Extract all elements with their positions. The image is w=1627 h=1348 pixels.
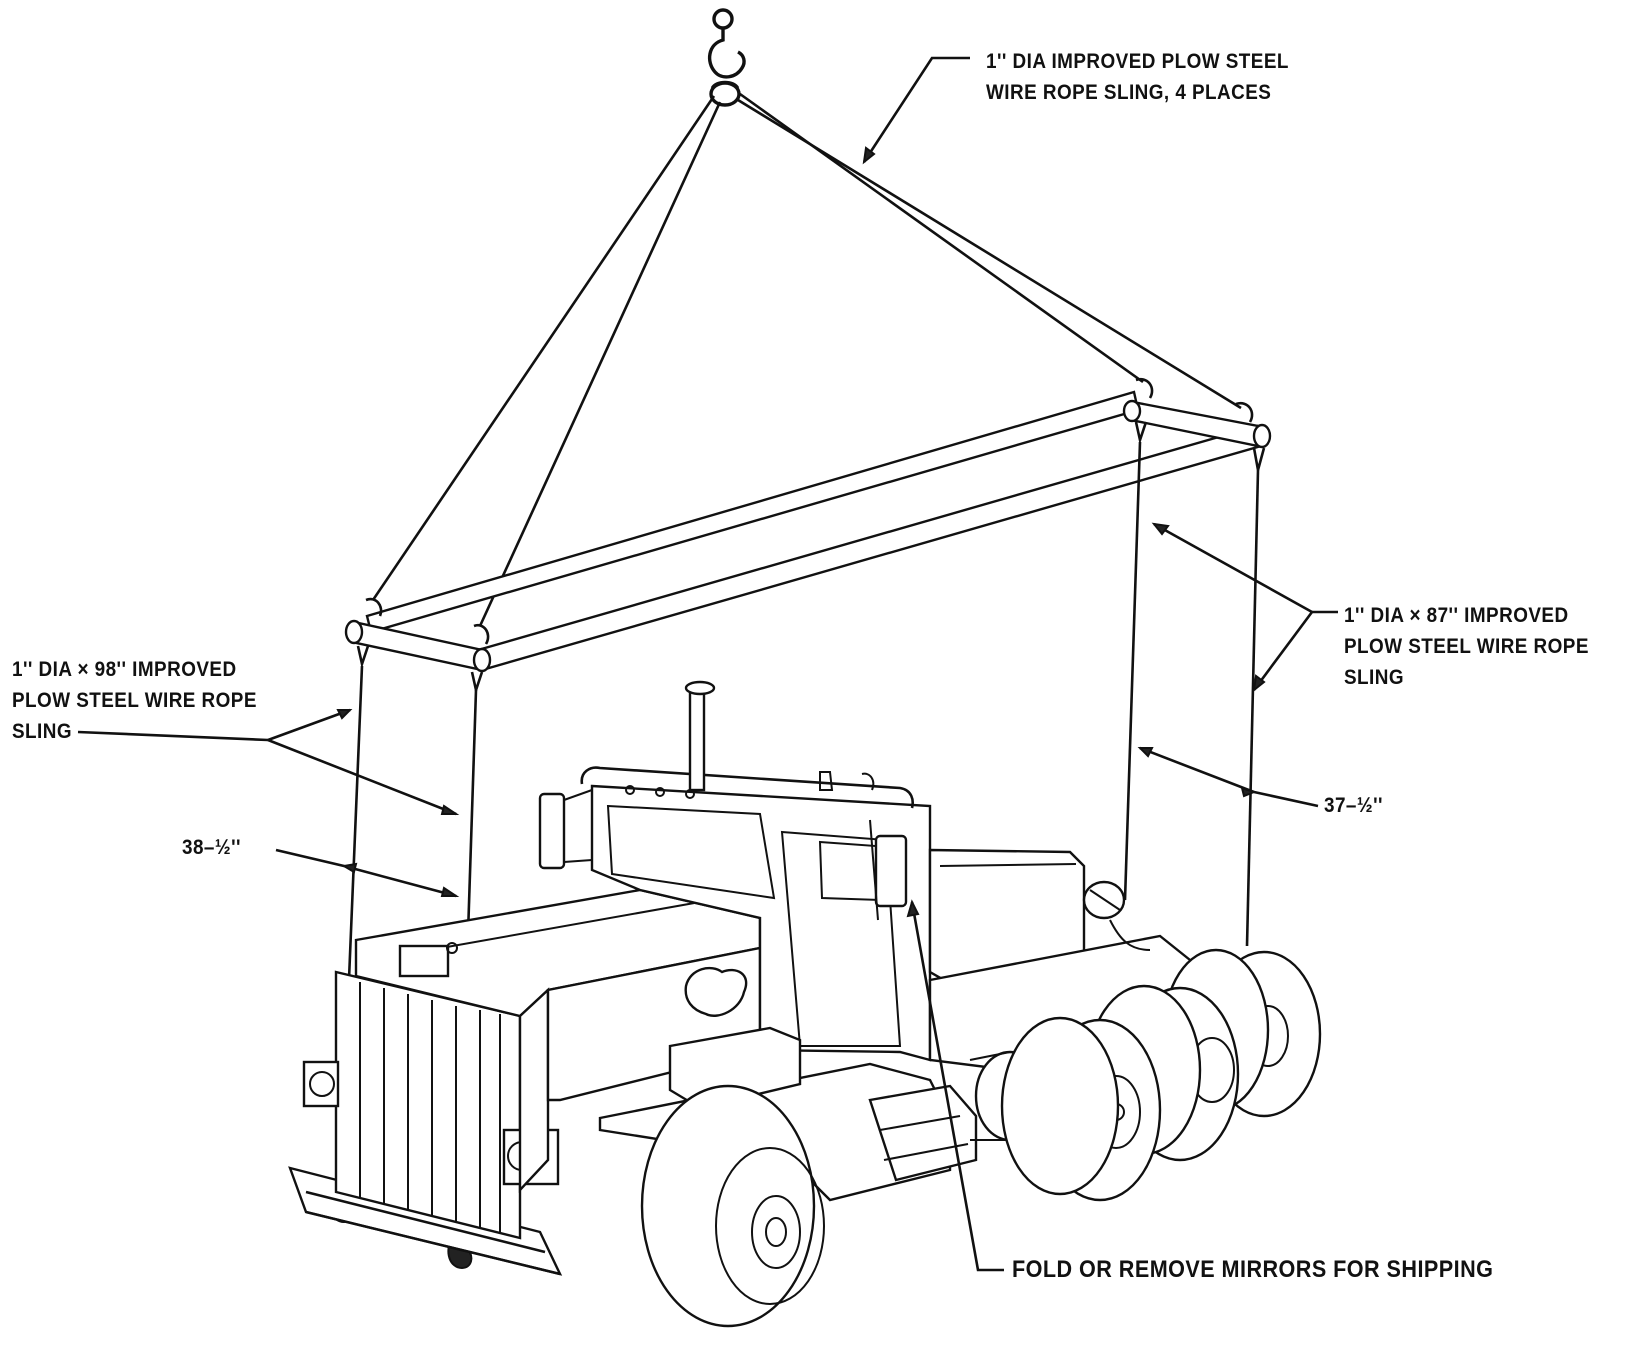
left-sling-label-line-3: SLING [12,720,73,743]
upper-slings [371,92,1242,627]
right-sling-label: 1'' DIA × 87'' IMPROVED PLOW STEEL WIRE … [1344,600,1589,693]
spreader-bar-frame [344,377,1272,695]
right-sling-label-line-3: SLING [1344,666,1405,689]
left-sling-label-line-1: 1'' DIA × 98'' IMPROVED [12,658,237,681]
wheels [640,948,1322,1328]
mirrors-note-text: FOLD OR REMOVE MIRRORS FOR SHIPPING [1012,1256,1494,1283]
right-dimension-label: 37–½'' [1324,790,1383,821]
right-dimension-value: 37–½'' [1324,794,1383,817]
left-dimension-label: 38–½'' [182,832,241,863]
top-sling-label-line-2: WIRE ROPE SLING, 4 PLACES [986,81,1272,104]
leader-lines [77,56,1338,1272]
left-sling-label-line-2: PLOW STEEL WIRE ROPE [12,689,257,712]
right-sling-label-line-2: PLOW STEEL WIRE ROPE [1344,635,1589,658]
mirrors-note-label: FOLD OR REMOVE MIRRORS FOR SHIPPING [1012,1254,1493,1285]
left-sling-label: 1'' DIA × 98'' IMPROVED PLOW STEEL WIRE … [12,654,257,747]
lifting-hook [707,8,746,107]
right-sling-label-line-1: 1'' DIA × 87'' IMPROVED [1344,604,1569,627]
top-sling-label: 1'' DIA IMPROVED PLOW STEEL WIRE ROPE SL… [986,46,1289,108]
left-dimension-value: 38–½'' [182,836,241,859]
top-sling-label-line-1: 1'' DIA IMPROVED PLOW STEEL [986,50,1289,73]
